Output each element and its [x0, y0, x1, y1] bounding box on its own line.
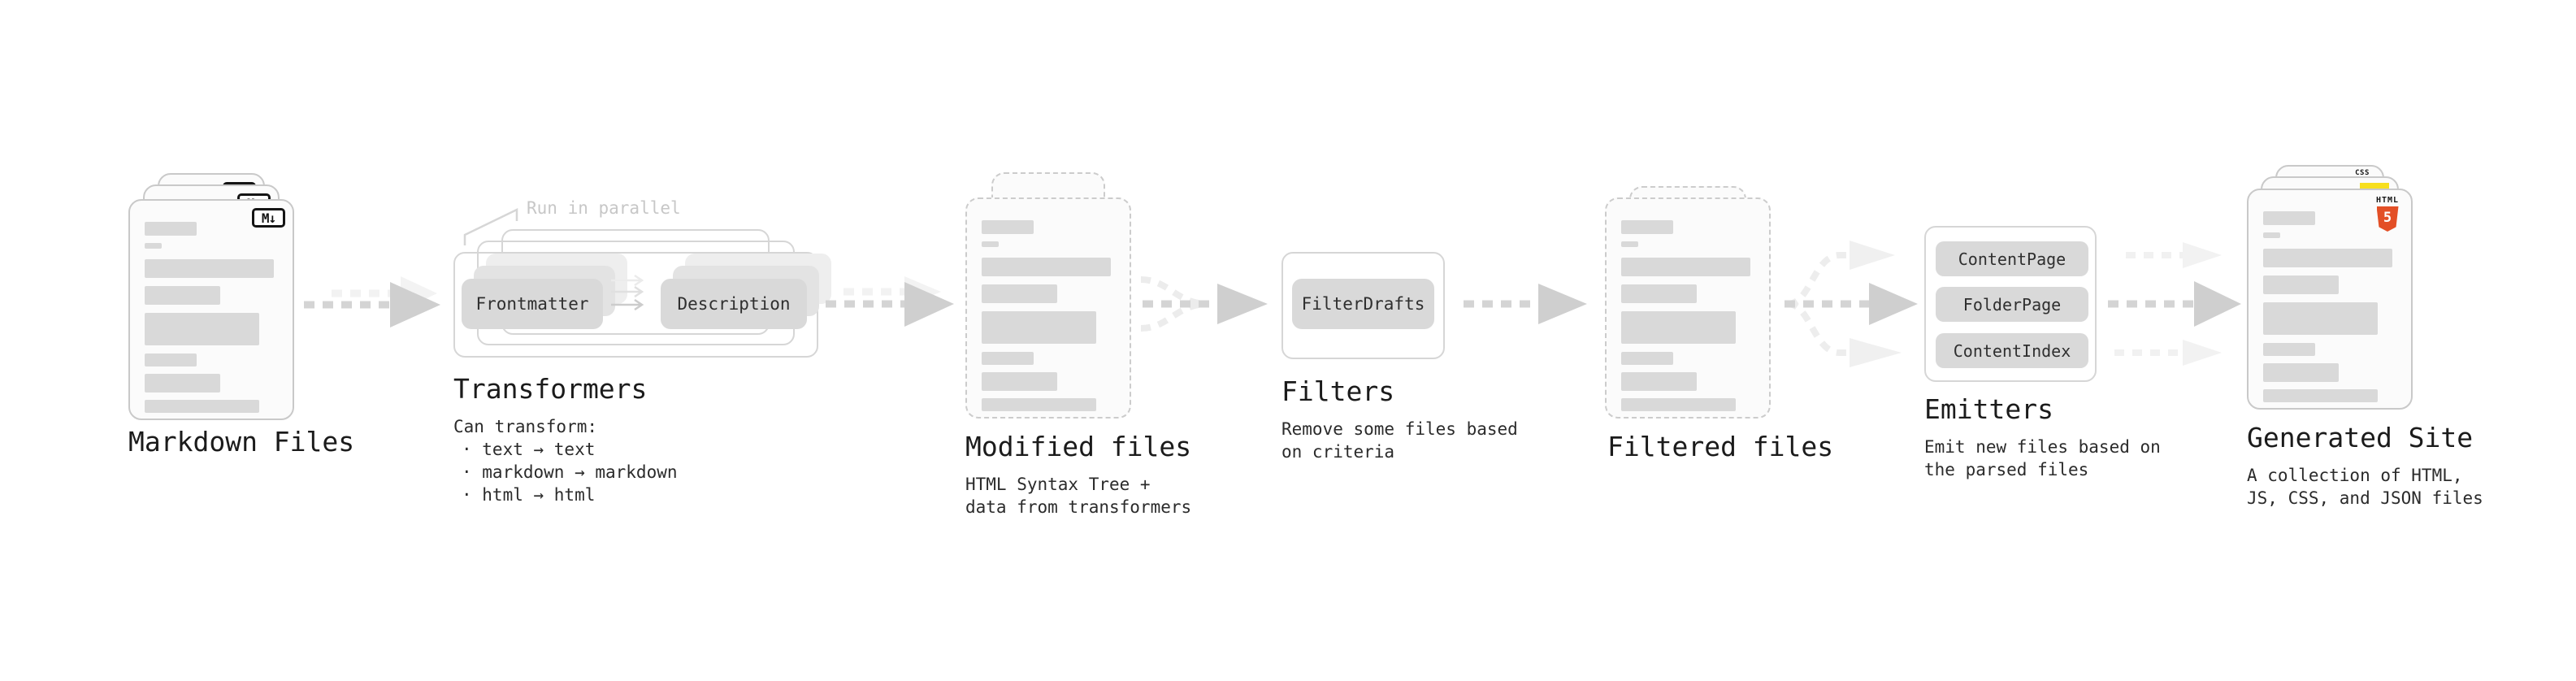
- filters-caption: Filters Remove some files based on crite…: [1281, 375, 1518, 463]
- document-skeleton: [967, 199, 1130, 411]
- stage-description: Remove some files based on criteria: [1281, 418, 1518, 463]
- emitters-caption: Emitters Emit new files based on the par…: [1924, 393, 2161, 481]
- arrow-transformers-to-modified: [826, 276, 954, 327]
- generated-site-stack: CSS HTML 5: [2247, 165, 2413, 410]
- generated-site-caption: Generated Site A collection of HTML, JS,…: [2247, 422, 2483, 510]
- desc-line: Remove some files based: [1281, 419, 1518, 439]
- folderpage-pill: FolderPage: [1936, 287, 2088, 322]
- filtered-files-caption: Filtered files: [1607, 431, 1833, 462]
- arrow-filters-to-filtered: [1464, 284, 1587, 324]
- filtered-files-stack: [1605, 186, 1771, 419]
- stage-label: Transformers: [453, 373, 648, 405]
- stage-label: Filtered files: [1607, 431, 1834, 462]
- desc-line: on criteria: [1281, 442, 1395, 462]
- run-in-parallel-annotation: Run in parallel: [527, 198, 681, 218]
- html-file-card: HTML 5: [2247, 189, 2413, 410]
- parallel-flow-arrows: [611, 274, 644, 311]
- stage-label: Modified files: [965, 431, 1192, 462]
- html5-wordmark: HTML: [2375, 196, 2400, 205]
- html5-shield: 5: [2376, 206, 2399, 232]
- annotation-leader-line: [463, 208, 518, 245]
- document-skeleton: [130, 201, 293, 413]
- html5-icon: HTML 5: [2374, 197, 2401, 232]
- desc-line: A collection of HTML,: [2247, 466, 2463, 485]
- filtered-file-card-front: [1605, 197, 1771, 419]
- filters-box: FilterDrafts: [1281, 252, 1445, 359]
- desc-line: data from transformers: [965, 497, 1192, 517]
- arrow-emitters-to-site: [2108, 242, 2241, 366]
- stage-label: Generated Site: [2247, 422, 2474, 453]
- stage-description: Can transform: · text → text · markdown …: [453, 415, 678, 506]
- stage-label: Emitters: [1924, 393, 2053, 425]
- stage-label: Markdown Files: [128, 426, 355, 458]
- stage-description: A collection of HTML, JS, CSS, and JSON …: [2247, 464, 2483, 510]
- transformers-caption: Transformers Can transform: · text → tex…: [453, 373, 678, 506]
- desc-line: Can transform:: [453, 417, 598, 436]
- markdown-files-caption: Markdown Files: [128, 426, 354, 458]
- arrow-modified-to-filters: [1140, 276, 1268, 332]
- desc-line: Emit new files based on: [1924, 437, 2161, 457]
- arrow-markdown-to-transformers: [304, 276, 440, 327]
- stage-description: HTML Syntax Tree + data from transformer…: [965, 473, 1191, 518]
- css-wordmark: CSS: [2355, 169, 2370, 177]
- document-skeleton: [1607, 199, 1769, 411]
- desc-line: JS, CSS, and JSON files: [2247, 488, 2483, 508]
- markdown-file-icon: M↓: [252, 208, 285, 228]
- markdown-file-card-front: M↓: [128, 199, 294, 420]
- desc-line: the parsed files: [1924, 460, 2089, 479]
- emitters-box: ContentPage FolderPage ContentIndex: [1924, 226, 2097, 382]
- stage-description: Emit new files based on the parsed files: [1924, 436, 2161, 481]
- arrow-filtered-to-emitters: [1785, 241, 1918, 367]
- description-pill: Description: [661, 279, 807, 329]
- contentpage-pill: ContentPage: [1936, 241, 2088, 276]
- bullet-item: · markdown → markdown: [462, 462, 678, 482]
- frontmatter-pill: Frontmatter: [462, 279, 603, 329]
- modified-file-card-front: [965, 197, 1131, 419]
- modified-files-stack: [965, 172, 1131, 419]
- markdown-files-stack: M↓ M↓ M↓: [128, 173, 294, 420]
- bullet-item: · html → html: [462, 485, 596, 505]
- stage-label: Filters: [1281, 375, 1395, 407]
- bullet-item: · text → text: [462, 440, 596, 459]
- filterdrafts-pill: FilterDrafts: [1292, 279, 1434, 329]
- document-skeleton: [2249, 190, 2411, 402]
- transformers-group: Run in parallel Frontmatter Description: [447, 195, 831, 366]
- desc-line: HTML Syntax Tree +: [965, 475, 1151, 494]
- modified-files-caption: Modified files HTML Syntax Tree + data f…: [965, 431, 1191, 518]
- contentindex-pill: ContentIndex: [1936, 333, 2088, 368]
